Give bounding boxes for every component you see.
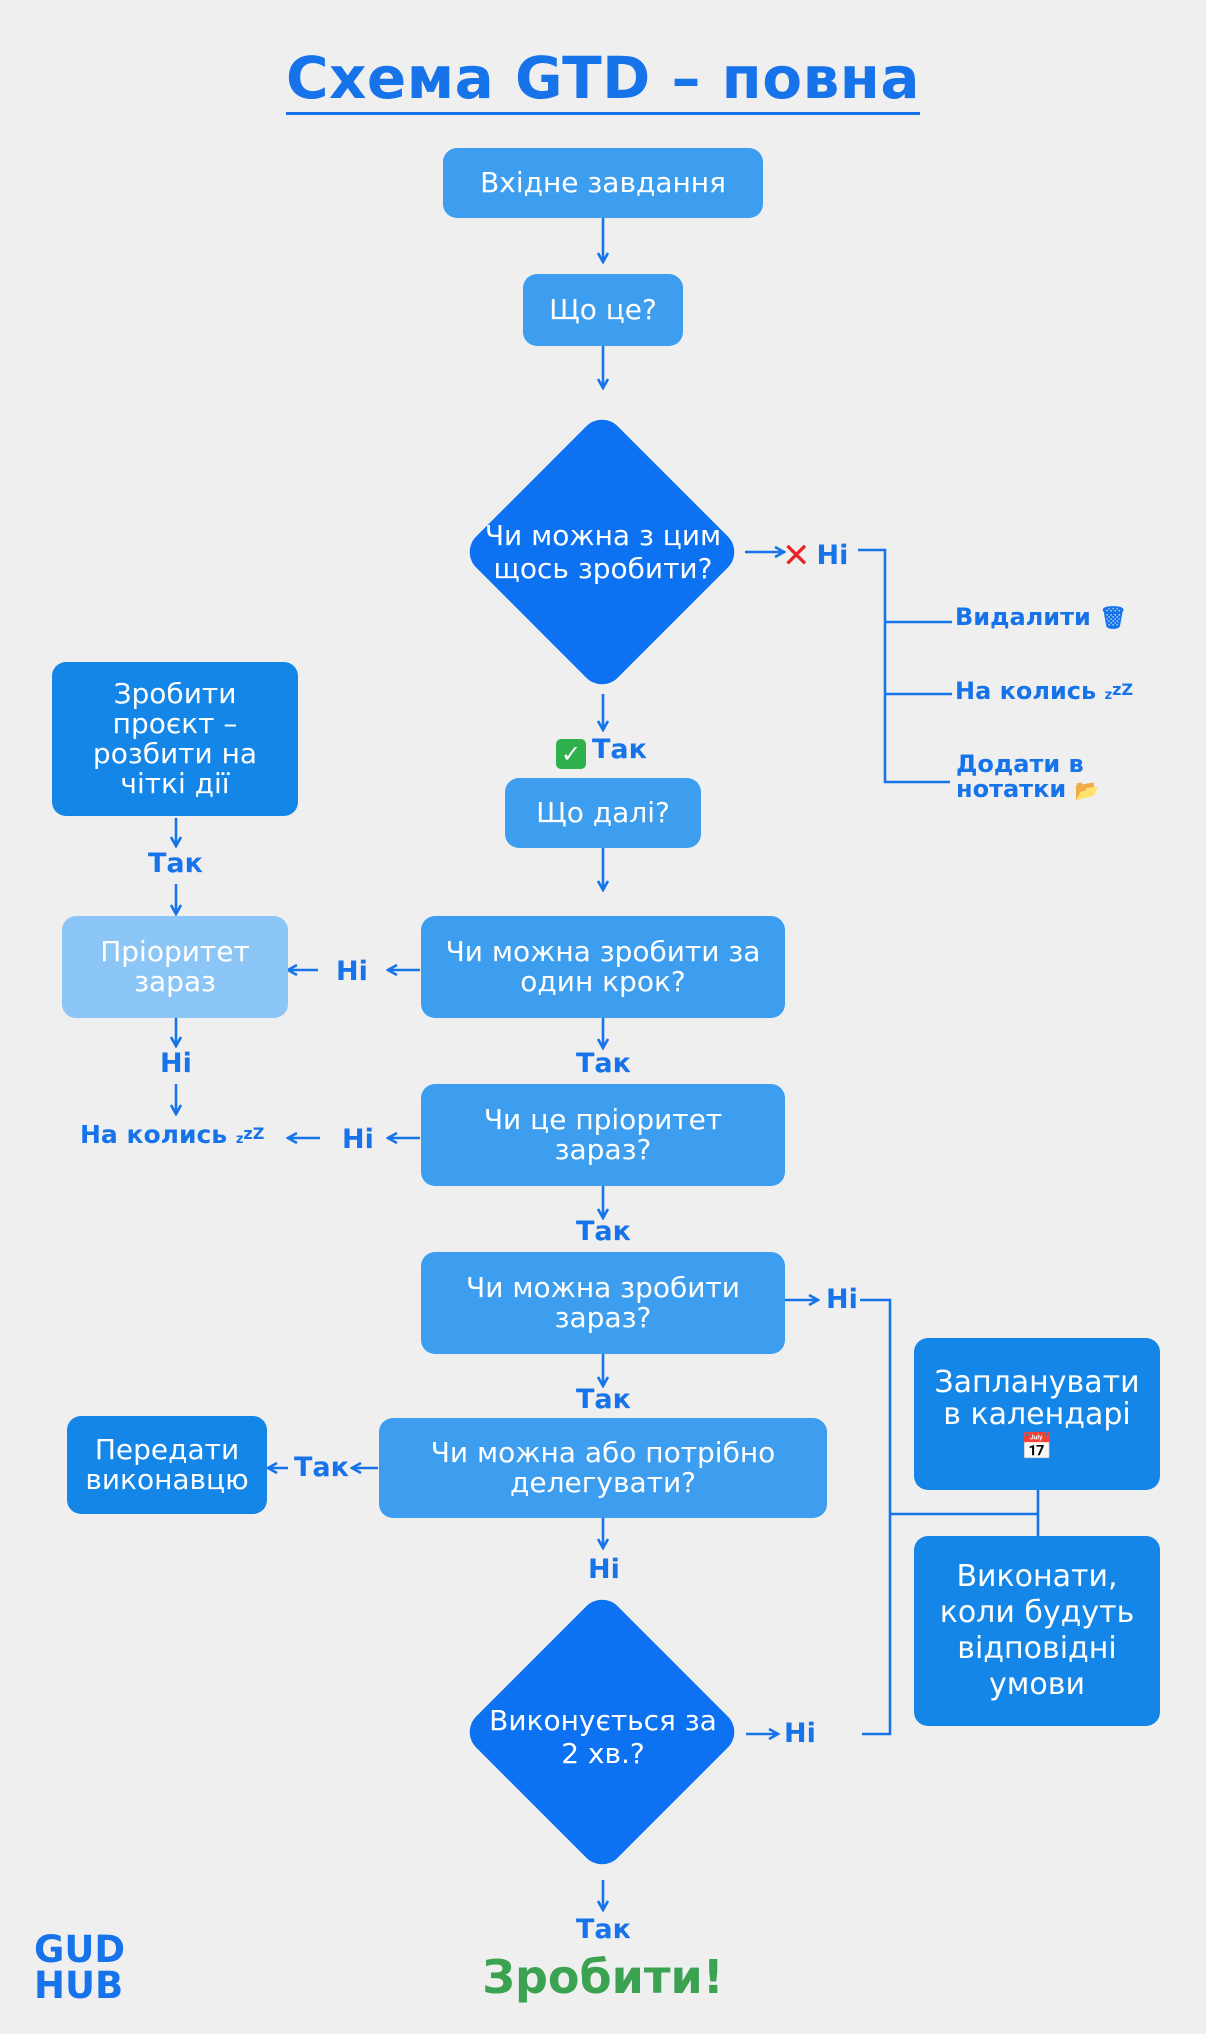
option-delete: Видалити 🗑	[955, 603, 1128, 631]
node-schedule: Запланувати в календарі 📅	[914, 1338, 1160, 1490]
calendar-icon: 📅	[1020, 1432, 1054, 1463]
option-someday-left: На колись zzZ	[80, 1120, 265, 1149]
node-handoff: Передати виконавцю	[67, 1416, 267, 1514]
label-no-onestep: Ні	[336, 956, 368, 987]
label-no-top: ✕Ні	[782, 536, 849, 576]
label-yes-onestep: Так	[576, 1048, 631, 1079]
folder-icon: 📂	[1074, 778, 1100, 803]
label-no-priorityq: Ні	[342, 1124, 374, 1155]
node-priority-question: Чи це пріоритет зараз?	[421, 1084, 785, 1186]
node-one-step: Чи можна зробити за один крок?	[421, 916, 785, 1018]
zz-icon-left: zzZ	[235, 1124, 265, 1147]
node-what-is-it: Що це?	[523, 274, 683, 346]
label-yes-twomin: Так	[576, 1914, 631, 1945]
bracket-options	[858, 548, 950, 784]
label-no-priority-left: Ні	[160, 1048, 192, 1079]
label-no-twomin: Ні	[784, 1718, 816, 1749]
label-no-delegate: Ні	[588, 1554, 620, 1585]
label-no-cannow: Ні	[826, 1284, 858, 1315]
node-project: Зробити проєкт – розбити на чіткі дії	[52, 662, 298, 816]
node-priority-now: Пріоритет зараз	[62, 916, 288, 1018]
cross-mark-icon: ✕	[782, 536, 811, 576]
bracket-no-right	[860, 1298, 892, 1736]
node-can-now: Чи можна зробити зараз?	[421, 1252, 785, 1354]
decision-two-min-label: Виконується за 2 хв.?	[489, 1703, 717, 1770]
label-yes-priority: Так	[576, 1216, 631, 1247]
node-delegate-question: Чи можна або потрібно делегувати?	[379, 1418, 827, 1518]
label-yes-cannow: Так	[576, 1384, 631, 1415]
node-whats-next: Що далі?	[505, 778, 701, 848]
label-yes-project: Так	[148, 848, 203, 879]
node-conditions: Виконати, коли будуть відповідні умови	[914, 1536, 1160, 1726]
decision-can-do-label: Чи можна з цим щось зробити?	[484, 518, 722, 585]
zz-icon: zzZ	[1104, 680, 1134, 703]
node-incoming-task: Вхідне завдання	[443, 148, 763, 218]
check-mark-icon: ✓	[556, 739, 586, 769]
page-title: Схема GTD – повна	[0, 44, 1206, 115]
schedule-label: Запланувати в календарі	[934, 1364, 1140, 1432]
label-yes-top: ✓Так	[556, 734, 647, 769]
final-do-it: Зробити!	[482, 1950, 724, 2004]
option-someday: На колись zzZ	[955, 677, 1134, 705]
trash-icon: 🗑	[1099, 606, 1128, 631]
label-yes-delegate: Так	[294, 1452, 349, 1483]
